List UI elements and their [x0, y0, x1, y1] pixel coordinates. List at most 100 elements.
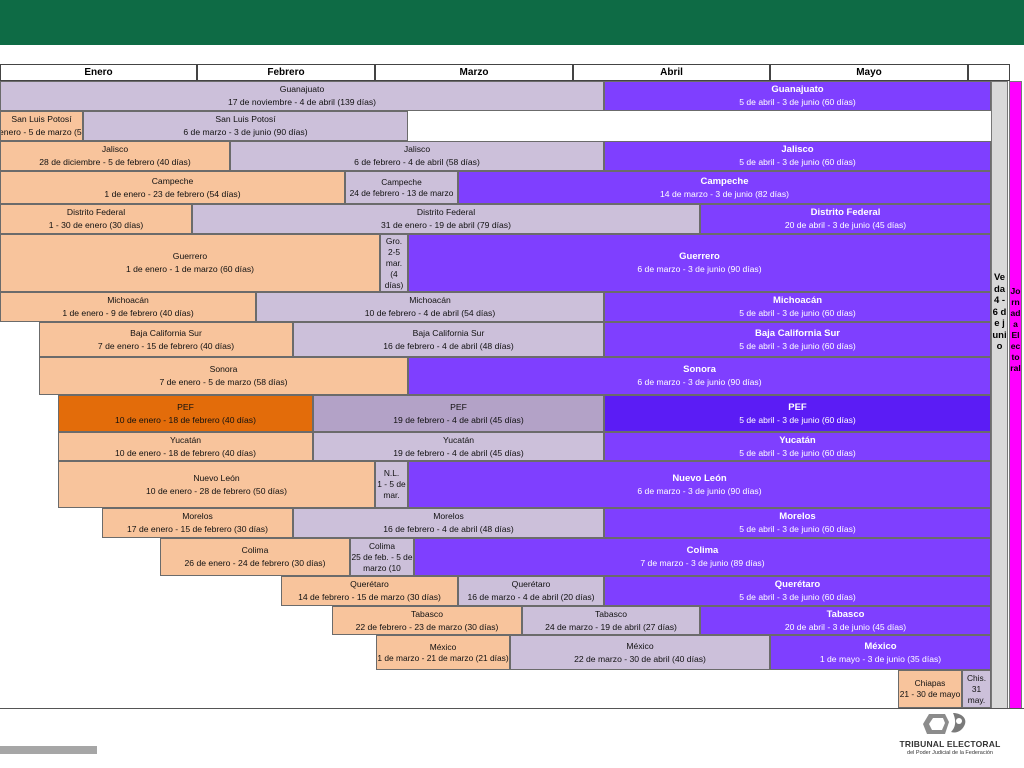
period-state-name: Guerrero	[172, 251, 208, 261]
period-dates: 6 de febrero - 4 de abril (58 días)	[354, 157, 480, 167]
period-dates: 20 de abril - 3 de junio (45 días)	[784, 220, 907, 230]
period-dates: 6 de marzo - 3 de junio (90 días)	[183, 127, 308, 137]
period-state-name: Campeche	[151, 175, 194, 186]
period-state-name: Morelos	[779, 511, 816, 522]
period-dates: 1 de enero - 1 de marzo (60 días)	[125, 264, 255, 274]
period-dates: 1 de marzo - 21 de marzo (21 días)	[377, 652, 509, 663]
period-cell: Morelos 17 de enero - 15 de febrero (30 d…	[102, 508, 293, 538]
period-dates: 5 de abril - 3 de junio (60 días)	[739, 414, 856, 425]
month-empty	[968, 64, 1010, 81]
period-dates: 16 de febrero - 4 de abril (48 días)	[383, 524, 514, 534]
period-dates: 1 de enero - 23 de febrero (54 días)	[104, 188, 241, 199]
period-dates: 19 de febrero - 4 de abril (45 días)	[393, 447, 524, 458]
month-marzo: Marzo	[375, 64, 573, 81]
period-state-name: PEF	[788, 401, 807, 413]
period-state-name: Baja California Sur	[755, 327, 840, 339]
period-state-name: Chis.	[966, 672, 987, 683]
period-dates: 5 de abril - 3 de junio (60 días)	[739, 592, 856, 602]
period-state-name: San Luis Potosí	[11, 114, 72, 124]
period-state-name: Tabasco	[826, 608, 865, 620]
footer-divider	[0, 708, 1024, 709]
period-dates: 14 de enero - 5 de marzo (51 días)	[0, 127, 82, 137]
period-cell: Jalisco 6 de febrero - 4 de abril (58 día…	[230, 141, 604, 171]
period-dates: 10 de enero - 28 de febrero (50 días)	[146, 485, 287, 496]
footer-gray-bar	[0, 746, 97, 754]
period-state-name: Jalisco	[403, 144, 431, 154]
period-state-name: Sonora	[209, 364, 238, 374]
period-state-name: Querétaro	[350, 579, 389, 589]
period-cell: Guerrero 1 de enero - 1 de marzo (60 días…	[0, 234, 380, 292]
period-state-name: Tabasco	[410, 608, 443, 619]
veda-label: Veda 4 - 6 de junio	[992, 272, 1007, 352]
period-state-name: Baja California Sur	[130, 327, 202, 338]
period-dates: 20 de abril - 3 de junio (45 días)	[784, 621, 907, 632]
month-abril: Abril	[573, 64, 770, 81]
period-dates: 16 de febrero - 4 de abril (48 días)	[383, 340, 514, 351]
period-state-name: Tabasco	[594, 608, 627, 619]
period-dates: 1 de mayo - 3 de junio (35 días)	[819, 653, 942, 664]
period-dates: 5 de abril - 3 de junio (60 días)	[739, 97, 856, 107]
logo-subtitle: del Poder Judicial de la Federación	[907, 750, 993, 756]
period-dates: 1 - 30 de enero (30 días)	[48, 220, 144, 230]
period-state-name: N.L.	[383, 468, 400, 478]
period-cell: Campeche 1 de enero - 23 de febrero (54 d…	[0, 171, 345, 204]
period-cell: Querétaro 5 de abril - 3 de junio (60 día…	[604, 576, 991, 606]
period-state-name: Michoacán	[107, 295, 149, 305]
period-state-name: San Luis Potosí	[215, 114, 276, 124]
period-state-name: Nuevo León	[672, 472, 727, 484]
period-cell: Yucatán 19 de febrero - 4 de abril (45 dí…	[313, 432, 604, 461]
period-state-name: Guerrero	[679, 251, 720, 262]
period-dates: 6 de marzo - 3 de junio (90 días)	[637, 377, 762, 387]
period-cell: Morelos 5 de abril - 3 de junio (60 días)	[604, 508, 991, 538]
period-state-name: México	[864, 640, 897, 652]
period-dates: 14 de marzo - 3 de junio (82 días)	[660, 188, 789, 199]
period-state-name: Yucatán	[442, 434, 475, 445]
month-mayo: Mayo	[770, 64, 968, 81]
period-state-name: Campeche	[700, 175, 749, 187]
period-state-name: Jalisco	[101, 144, 129, 154]
period-dates: 2-5 mar. (4 días)	[384, 246, 404, 290]
period-state-name: Querétaro	[511, 579, 551, 589]
period-dates: 1 de enero - 9 de febrero (40 días)	[62, 308, 194, 318]
period-dates: 10 de enero - 18 de febrero (40 días)	[115, 447, 256, 458]
period-state-name: Chiapas	[914, 678, 946, 688]
period-dates: 5 de abril - 3 de junio (60 días)	[739, 157, 856, 167]
period-state-name: México	[626, 640, 654, 651]
period-dates: 19 de febrero - 4 de abril (45 días)	[393, 414, 524, 425]
period-state-name: Morelos	[182, 511, 213, 521]
period-dates: 17 de enero - 15 de febrero (30 días)	[127, 524, 268, 534]
top-banner	[0, 0, 1024, 45]
period-state-name: México	[429, 641, 457, 652]
month-enero: Enero	[0, 64, 197, 81]
period-state-name: Yucatán	[779, 434, 816, 446]
period-dates: 6 de marzo - 3 de junio (90 días)	[637, 485, 762, 496]
period-dates: 25 de feb. - 5 de marzo (10	[351, 551, 413, 573]
period-state-name: Querétaro	[774, 579, 821, 590]
period-dates: 5 de abril - 3 de junio (60 días)	[739, 524, 856, 534]
